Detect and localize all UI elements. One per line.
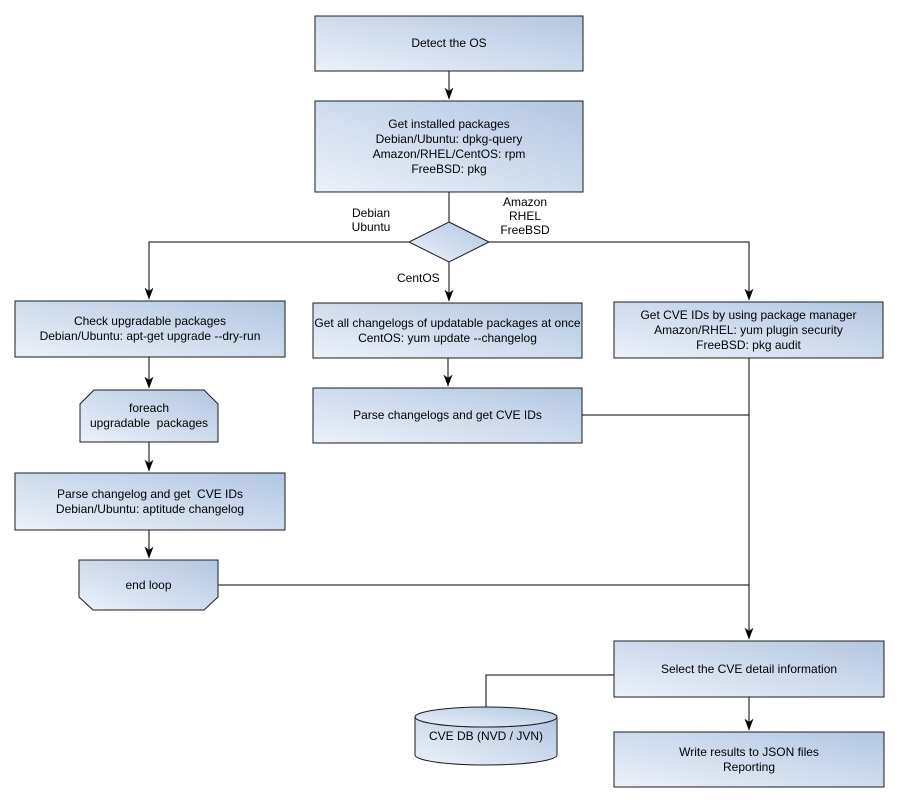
connector-cve-db-to-select — [485, 674, 614, 707]
node-write-results — [613, 731, 885, 788]
node-foreach-loop-start — [79, 389, 219, 443]
node-get-installed-packages — [314, 100, 584, 193]
node-select-cve-detail — [613, 640, 885, 698]
node-get-cve-ids-pkg-mgr — [613, 301, 884, 359]
connector-decision-to-get-cve-ids — [489, 241, 754, 301]
node-parse-changelog-debian — [14, 472, 286, 531]
node-get-all-changelogs — [312, 302, 583, 359]
node-end-loop — [78, 559, 219, 611]
cve-db-cylinder — [414, 706, 558, 766]
node-detect-os — [314, 15, 584, 72]
node-parse-changelogs-centos — [312, 387, 583, 444]
os-decision-diamond — [407, 221, 491, 263]
node-check-upgradable — [14, 300, 286, 358]
connector-decision-to-check-upgradable — [144, 241, 409, 300]
cve-db-cylinder-top — [414, 706, 558, 728]
